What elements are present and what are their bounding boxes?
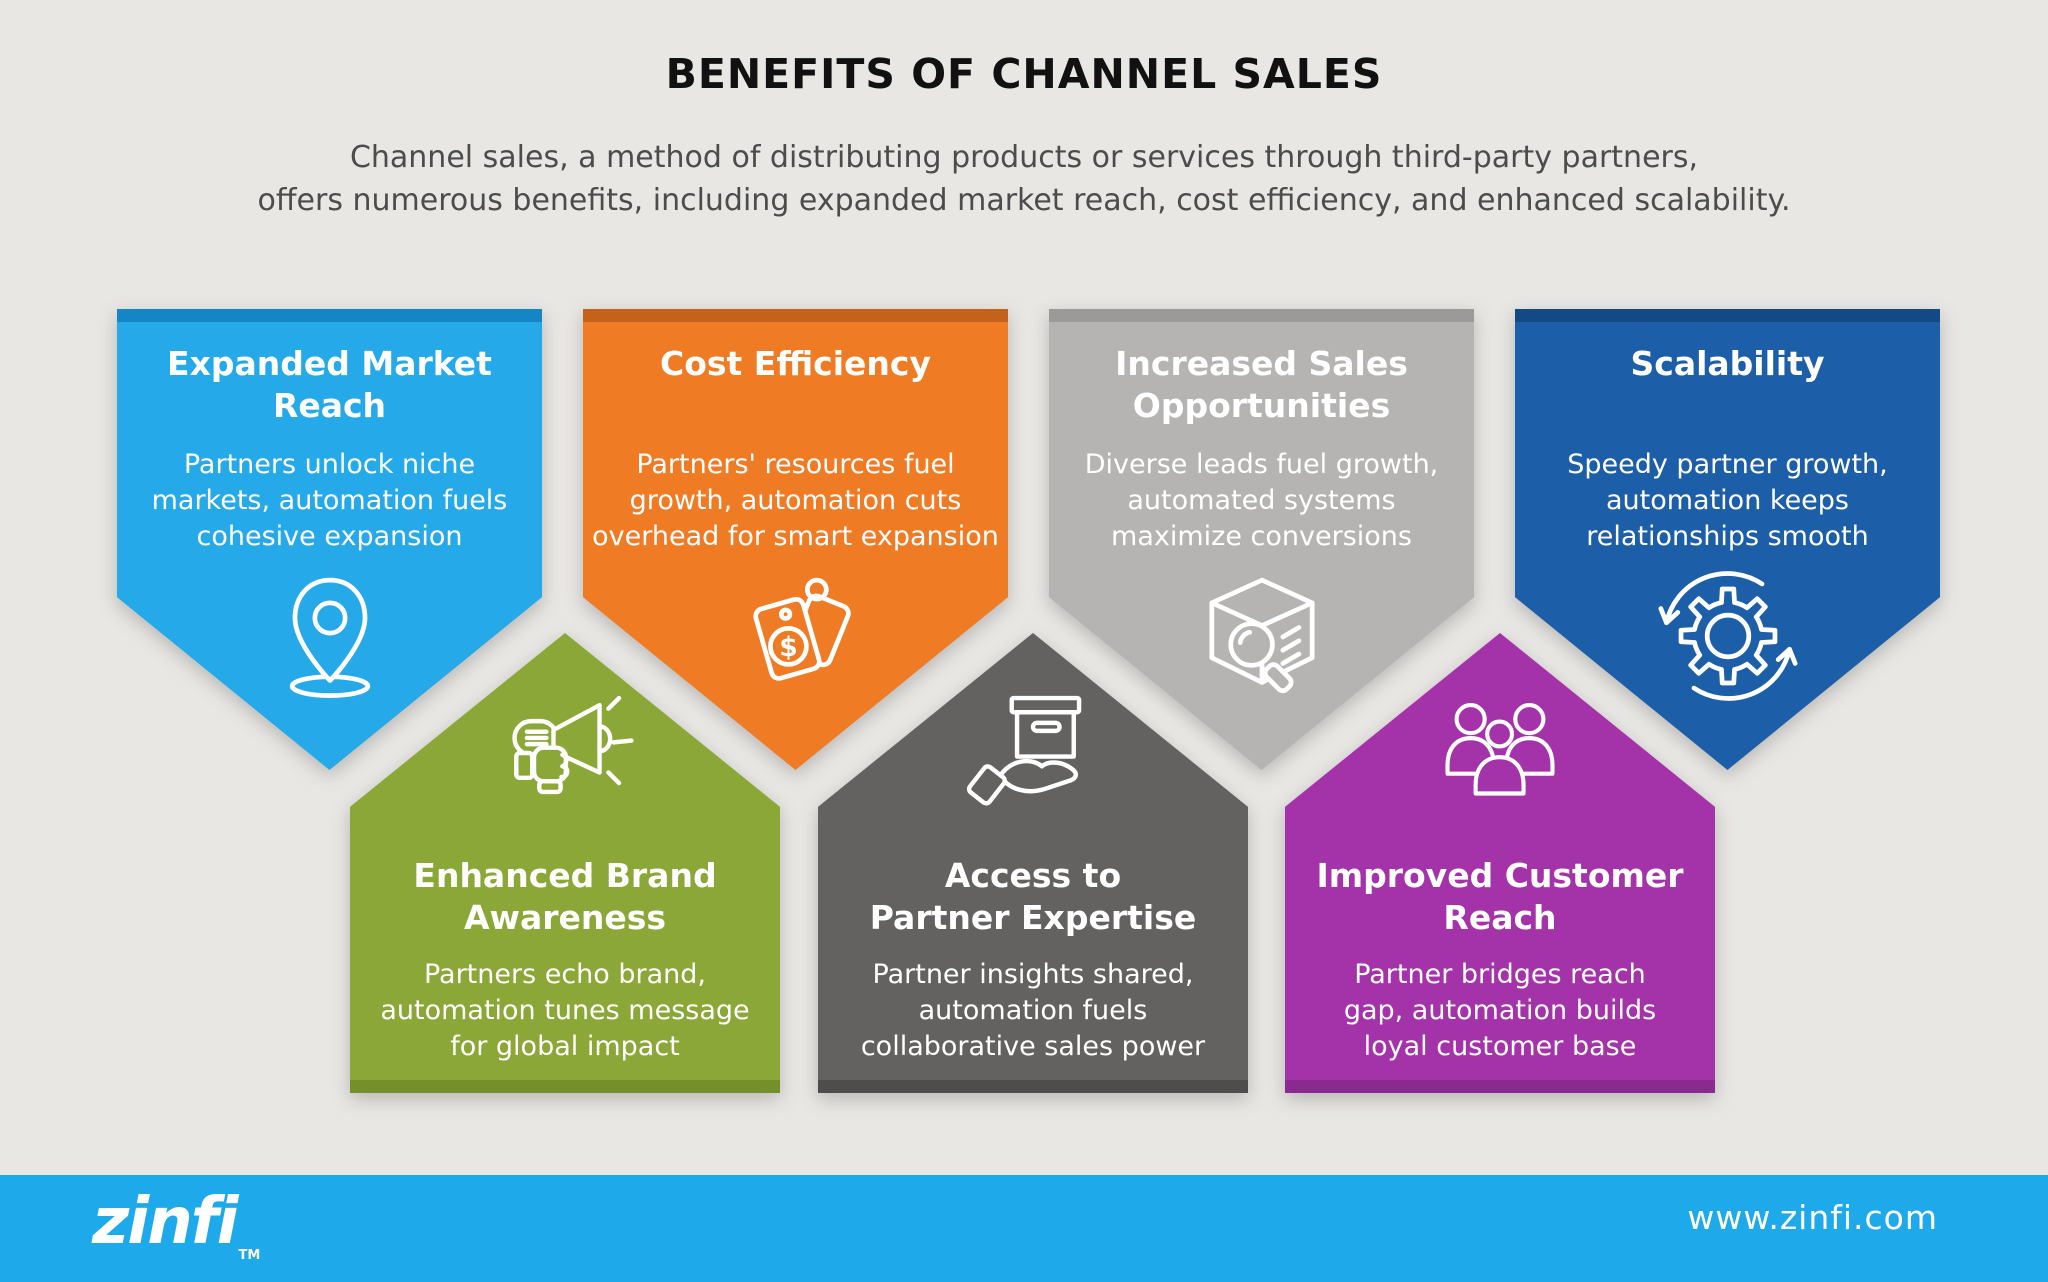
card-shape: Enhanced Brand Awareness Partners echo b… (350, 633, 780, 1093)
price-tags-icon: $ (752, 577, 851, 681)
card-title: Enhanced Brand Awareness (413, 856, 717, 937)
card-accent-strip (350, 1080, 780, 1093)
card-accent-strip (1515, 309, 1940, 322)
benefit-card-cost-efficiency: Cost Efficiency Partners' resources fuel… (583, 309, 1008, 770)
people-group-icon (1445, 702, 1555, 796)
card-description: Partner insights shared, automation fuel… (860, 959, 1206, 1062)
footer-bar (0, 1175, 2048, 1282)
card-description: Partners unlock niche markets, automatio… (151, 449, 508, 552)
card-accent-strip (117, 309, 542, 322)
card-title: Increased Sales Opportunities (1115, 344, 1408, 425)
card-description: Diverse leads fuel growth, automated sys… (1084, 449, 1439, 552)
benefit-card-increased-sales-opportunities: Increased Sales Opportunities Diverse le… (1049, 309, 1474, 770)
card-accent-strip (583, 309, 1008, 322)
card-accent-strip (818, 1080, 1248, 1093)
benefit-card-enhanced-brand-awareness: Enhanced Brand Awareness Partners echo b… (350, 633, 780, 1093)
website-link[interactable]: www.zinfi.com (1687, 1198, 1938, 1237)
card-accent-strip (1285, 1080, 1715, 1093)
megaphone-icon (512, 695, 634, 795)
page-subtitle: Channel sales, a method of distributing … (257, 140, 1791, 218)
card-shape: Improved Customer Reach Partner bridges … (1285, 633, 1715, 1093)
trademark-symbol: TM (238, 1248, 261, 1263)
location-pin-icon (289, 577, 370, 699)
box-search-icon (1208, 577, 1315, 694)
benefit-card-expanded-market-reach: Expanded Market Reach Partners unlock ni… (117, 309, 542, 770)
card-title: Cost Efficiency (660, 344, 931, 383)
card-title: Expanded Market Reach (167, 344, 492, 425)
hand-box-icon (966, 695, 1082, 806)
card-description: Partners' resources fuel growth, automat… (592, 449, 999, 552)
svg-text:$: $ (779, 632, 797, 663)
page-title: BENEFITS OF CHANNEL SALES (665, 50, 1383, 98)
benefit-card-access-to-partner-expertise: Access to Partner Expertise Partner insi… (818, 633, 1248, 1093)
card-accent-strip (1049, 309, 1474, 322)
zinfi-logo-text: zinfi (92, 1185, 239, 1259)
card-shape: Access to Partner Expertise Partner insi… (818, 633, 1248, 1093)
card-title: Scalability (1630, 344, 1825, 383)
card-shape: Scalability Speedy partner growth, autom… (1515, 309, 1940, 770)
card-title: Improved Customer Reach (1316, 856, 1684, 937)
gear-sync-icon (1657, 571, 1798, 701)
benefit-card-scalability: Scalability Speedy partner growth, autom… (1515, 309, 1940, 770)
card-description: Partner bridges reach gap, automation bu… (1343, 959, 1657, 1062)
card-description: Speedy partner growth, automation keeps … (1567, 449, 1888, 552)
card-description: Partners echo brand, automation tunes me… (380, 959, 750, 1062)
benefit-card-improved-customer-reach: Improved Customer Reach Partner bridges … (1285, 633, 1715, 1093)
card-title: Access to Partner Expertise (869, 856, 1197, 937)
